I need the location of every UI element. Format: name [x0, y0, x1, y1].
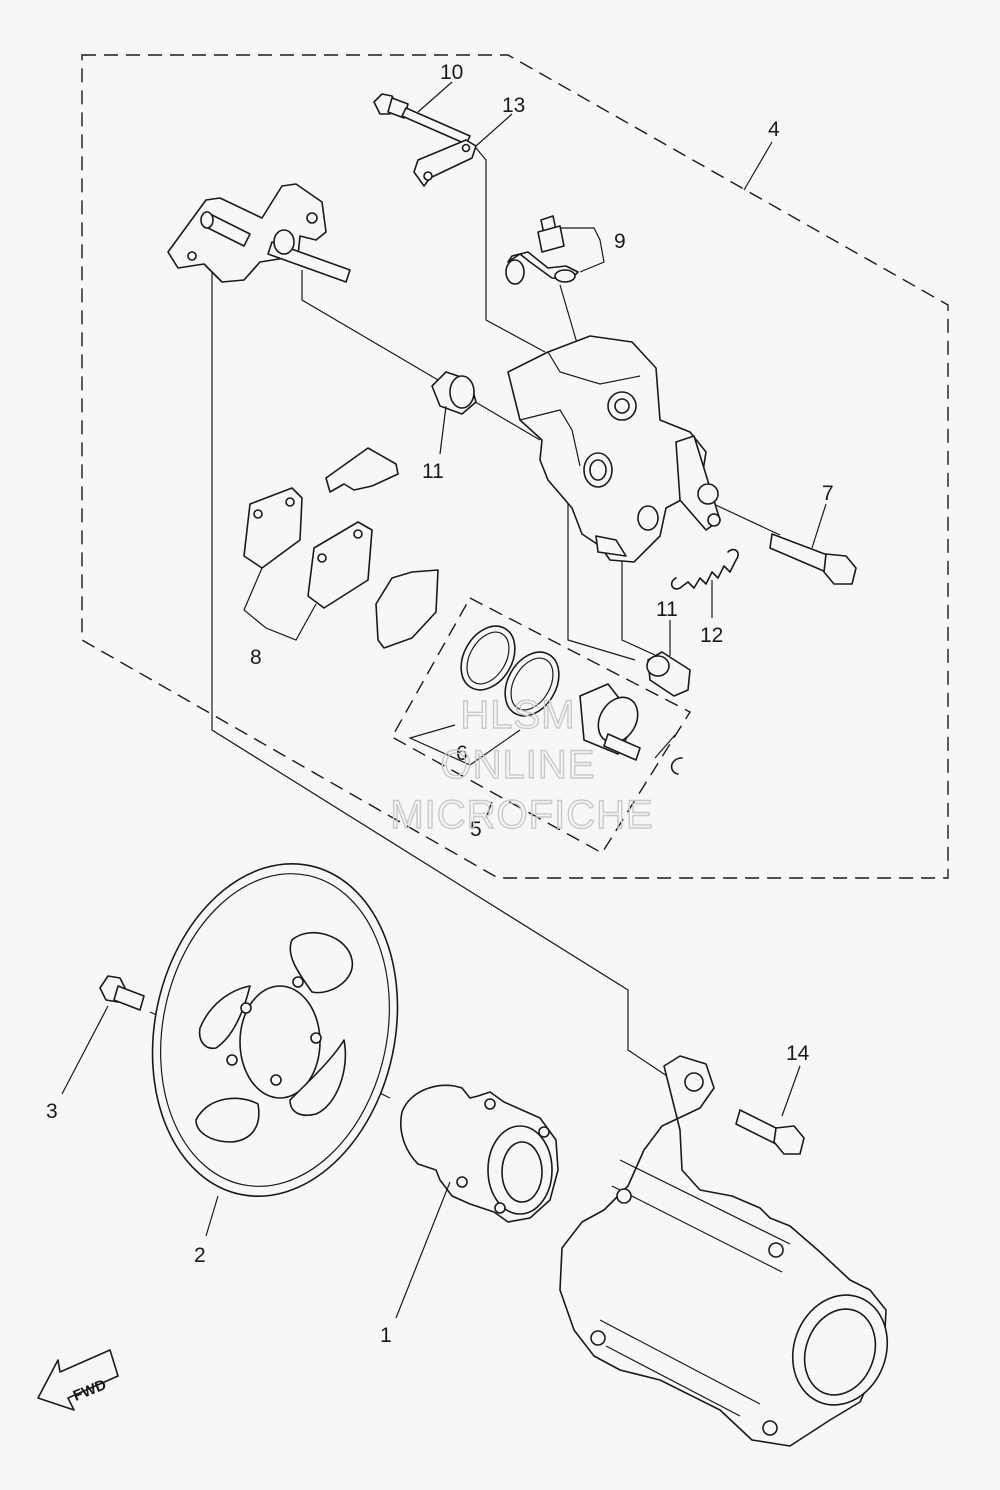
svg-text:9: 9	[614, 230, 626, 253]
svg-text:5: 5	[470, 818, 482, 841]
svg-text:14: 14	[786, 1042, 810, 1065]
watermark-line-2: ONLINE	[441, 743, 596, 787]
disc-bolt-3	[99, 975, 145, 1011]
callout-13: 13	[475, 94, 525, 147]
caliper-assembly-boundary	[81, 54, 949, 879]
svg-text:8: 8	[250, 646, 262, 669]
boot-11-upper	[431, 371, 477, 415]
brake-pad-8-left	[243, 487, 303, 569]
svg-text:11: 11	[422, 460, 444, 483]
callout-6: 6	[456, 742, 468, 765]
svg-text:7: 7	[822, 482, 834, 505]
axle-housing	[559, 1055, 889, 1447]
svg-text:3: 3	[46, 1100, 58, 1123]
hub-1	[400, 1084, 559, 1223]
pad-shim-small	[325, 447, 399, 493]
callout-11-lower: 11	[656, 598, 678, 656]
brake-disc-2	[151, 862, 399, 1198]
svg-text:6: 6	[456, 742, 468, 765]
callout-5: 5	[470, 801, 493, 841]
callout-2: 2	[194, 1195, 219, 1267]
bolt-14	[735, 1109, 805, 1155]
svg-text:10: 10	[440, 61, 463, 84]
callout-10: 10	[417, 61, 463, 113]
bolt-7	[769, 533, 857, 585]
svg-text:13: 13	[502, 94, 525, 117]
caliper-body	[507, 335, 721, 563]
svg-text:1: 1	[380, 1324, 392, 1347]
boot-11-lower	[646, 651, 691, 697]
callout-12: 12	[700, 580, 723, 647]
clip	[670, 757, 683, 775]
callout-9: 9	[614, 230, 626, 253]
svg-text:2: 2	[194, 1244, 206, 1267]
svg-text:12: 12	[700, 624, 723, 647]
fwd-arrow-icon: FWD	[37, 1349, 119, 1411]
callout-1: 1	[380, 1181, 451, 1347]
brake-pad-8-right	[307, 521, 373, 609]
pad-leader-8	[243, 567, 317, 641]
piston	[579, 683, 641, 761]
svg-text:4: 4	[768, 118, 780, 141]
pin-bolt-10	[373, 93, 471, 145]
bleeder-screw-9	[505, 215, 605, 285]
piston-kit-boundary	[391, 597, 691, 854]
pad-support-plate	[375, 569, 439, 649]
callout-11-upper: 11	[422, 405, 447, 483]
retainer-plate-13	[413, 139, 477, 187]
callout-7: 7	[811, 482, 834, 549]
watermark: HLSM ONLINE MICROFICHE	[390, 692, 654, 837]
caliper-bracket-upper	[167, 183, 351, 283]
callout-8: 8	[250, 646, 262, 669]
callout-4: 4	[743, 118, 780, 191]
spring-12	[670, 548, 739, 590]
callout-14: 14	[781, 1042, 810, 1117]
callout-3: 3	[46, 1005, 109, 1123]
svg-text:11: 11	[656, 598, 678, 621]
dust-seal-6	[504, 651, 560, 717]
piston-seal-6	[460, 625, 516, 691]
watermark-line-1: HLSM	[460, 693, 575, 737]
watermark-line-3: MICROFICHE	[390, 793, 653, 837]
